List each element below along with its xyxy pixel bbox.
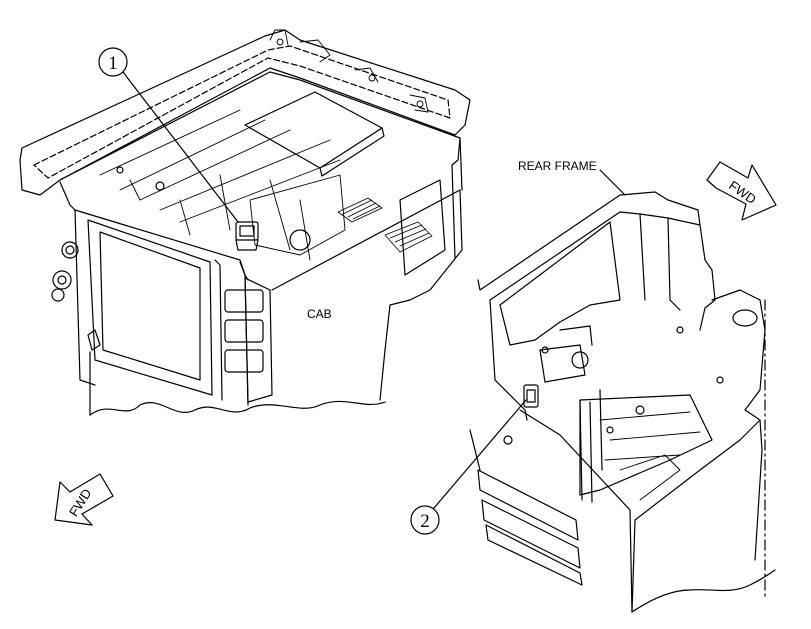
cab-roof-inner-rim (33, 45, 451, 179)
rear-frame-center-hole (571, 351, 589, 369)
callout-2-number: 2 (420, 511, 430, 532)
cab-label: CAB (307, 307, 332, 321)
roof-panel-edge (319, 127, 385, 177)
rear-frame-inner-panel (499, 221, 621, 346)
callout-1-circle (98, 47, 128, 77)
rear-frame-block-2 (481, 499, 581, 569)
rear-frame-connector (523, 384, 539, 408)
callout-1-leader (122, 71, 239, 223)
fwd-arrow-right-shape (706, 161, 777, 221)
cab-rear-block (244, 277, 273, 403)
fwd-arrow-left-shape (54, 473, 114, 526)
cab-top-edge (59, 71, 461, 181)
rear-frame-assembly (469, 191, 776, 613)
cab-left-window (87, 219, 213, 396)
cab-rear-face (271, 189, 463, 401)
cab-assembly (19, 29, 471, 416)
rear-frame-label: REAR FRAME (518, 159, 597, 173)
cab-front-post (214, 259, 249, 406)
rear-frame-round-opening (732, 309, 758, 327)
cab-grille-2 (384, 221, 433, 253)
rear-frame-front-face (469, 409, 633, 613)
cab-slot-3 (224, 349, 264, 373)
cab-grille-1 (337, 197, 383, 223)
callout-2 (410, 399, 527, 535)
fwd-arrow-left (54, 473, 114, 526)
cab-inner-frame (99, 109, 341, 261)
cab-left-window-inner (99, 231, 201, 381)
rear-frame-floor-detail (599, 411, 701, 501)
rear-frame-center-box (539, 325, 593, 383)
cab-break-line (89, 400, 386, 416)
rear-frame-block-3 (485, 524, 583, 586)
cab-side-fittings (51, 241, 101, 416)
rear-frame-lower-wall (631, 419, 761, 613)
cab-inner-frame-2 (249, 174, 346, 256)
cab-slot-1 (224, 289, 264, 313)
callout-2-circle (410, 505, 440, 535)
cab-hole-1 (155, 181, 165, 191)
cab-roof-rim (19, 29, 471, 196)
callout-1-number: 1 (108, 53, 118, 74)
rear-frame-block-1 (477, 469, 579, 541)
rear-frame-post (579, 389, 603, 503)
cab-rear-window (399, 179, 446, 276)
cab-hole-2 (289, 229, 311, 251)
rear-frame-inner-upright (639, 213, 681, 311)
fwd-arrow-right (706, 161, 777, 221)
callout-1 (98, 47, 239, 223)
rear-frame-floor (579, 394, 713, 496)
cab-connector (235, 221, 259, 251)
cab-right-side (451, 137, 463, 259)
rear-frame-left-wall (489, 299, 528, 421)
rear-frame-right-upright (699, 224, 716, 331)
rear-frame-label-leader (599, 169, 626, 196)
rear-frame-break-line (631, 569, 776, 613)
cab-slot-2 (224, 319, 264, 343)
rear-frame-right-side (711, 289, 766, 561)
callout-2-leader (433, 399, 527, 509)
cab-hole-3 (116, 166, 124, 174)
roof-panel (244, 91, 383, 169)
roof-fittings (269, 29, 429, 113)
rear-frame-top-rail (477, 191, 701, 301)
rear-frame-bolts (503, 326, 724, 445)
